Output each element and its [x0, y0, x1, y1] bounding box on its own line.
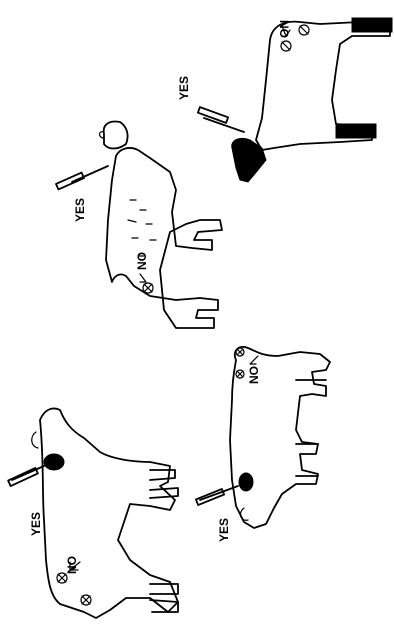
goat-syringe-icon	[56, 166, 108, 189]
pig-injection-site-yes	[239, 473, 253, 491]
goat-outline	[106, 148, 222, 328]
pig-outline	[230, 347, 330, 528]
sheep-yes-label: YES	[177, 76, 191, 100]
sheep-leg-front	[352, 18, 392, 32]
pig-panel: NO YES	[196, 347, 330, 542]
sheep-panel: NO YES	[177, 18, 392, 182]
cow-outline	[40, 408, 178, 618]
cow-leg-1	[150, 470, 175, 480]
sheep-syringe-icon	[198, 107, 244, 132]
pig-syringe-icon	[196, 486, 238, 505]
goat-no-label: NO	[135, 252, 149, 270]
sheep-no-label: NO	[277, 20, 291, 38]
sheep-head	[232, 138, 266, 182]
cow-no-mark-2	[81, 595, 91, 605]
goat-no-arrow	[140, 274, 146, 282]
goat-texture	[128, 200, 156, 256]
goat-head	[104, 122, 128, 149]
cow-syringe-icon	[8, 466, 44, 486]
pig-no-arrow	[250, 356, 258, 364]
cow-injection-site-yes	[44, 454, 64, 470]
pig-ear	[241, 508, 248, 520]
cow-yes-label: YES	[29, 512, 43, 536]
sheep-leg-back	[336, 124, 376, 138]
goat-panel: NO YES	[56, 122, 222, 329]
goat-no-mark	[143, 283, 153, 293]
sheep-no-mark-2	[299, 25, 309, 35]
pig-no-mark-2	[236, 370, 244, 378]
cow-leg-2	[150, 488, 178, 498]
sheep-no-mark-1	[281, 41, 291, 51]
goat-yes-label: YES	[73, 198, 87, 222]
cow-no-label: NO	[65, 556, 79, 574]
pig-no-label: NO	[247, 366, 261, 384]
pig-no-mark-1	[236, 348, 244, 356]
pig-yes-label: YES	[217, 518, 231, 542]
cow-ear	[32, 432, 38, 448]
cow-panel: NO YES	[8, 408, 178, 618]
